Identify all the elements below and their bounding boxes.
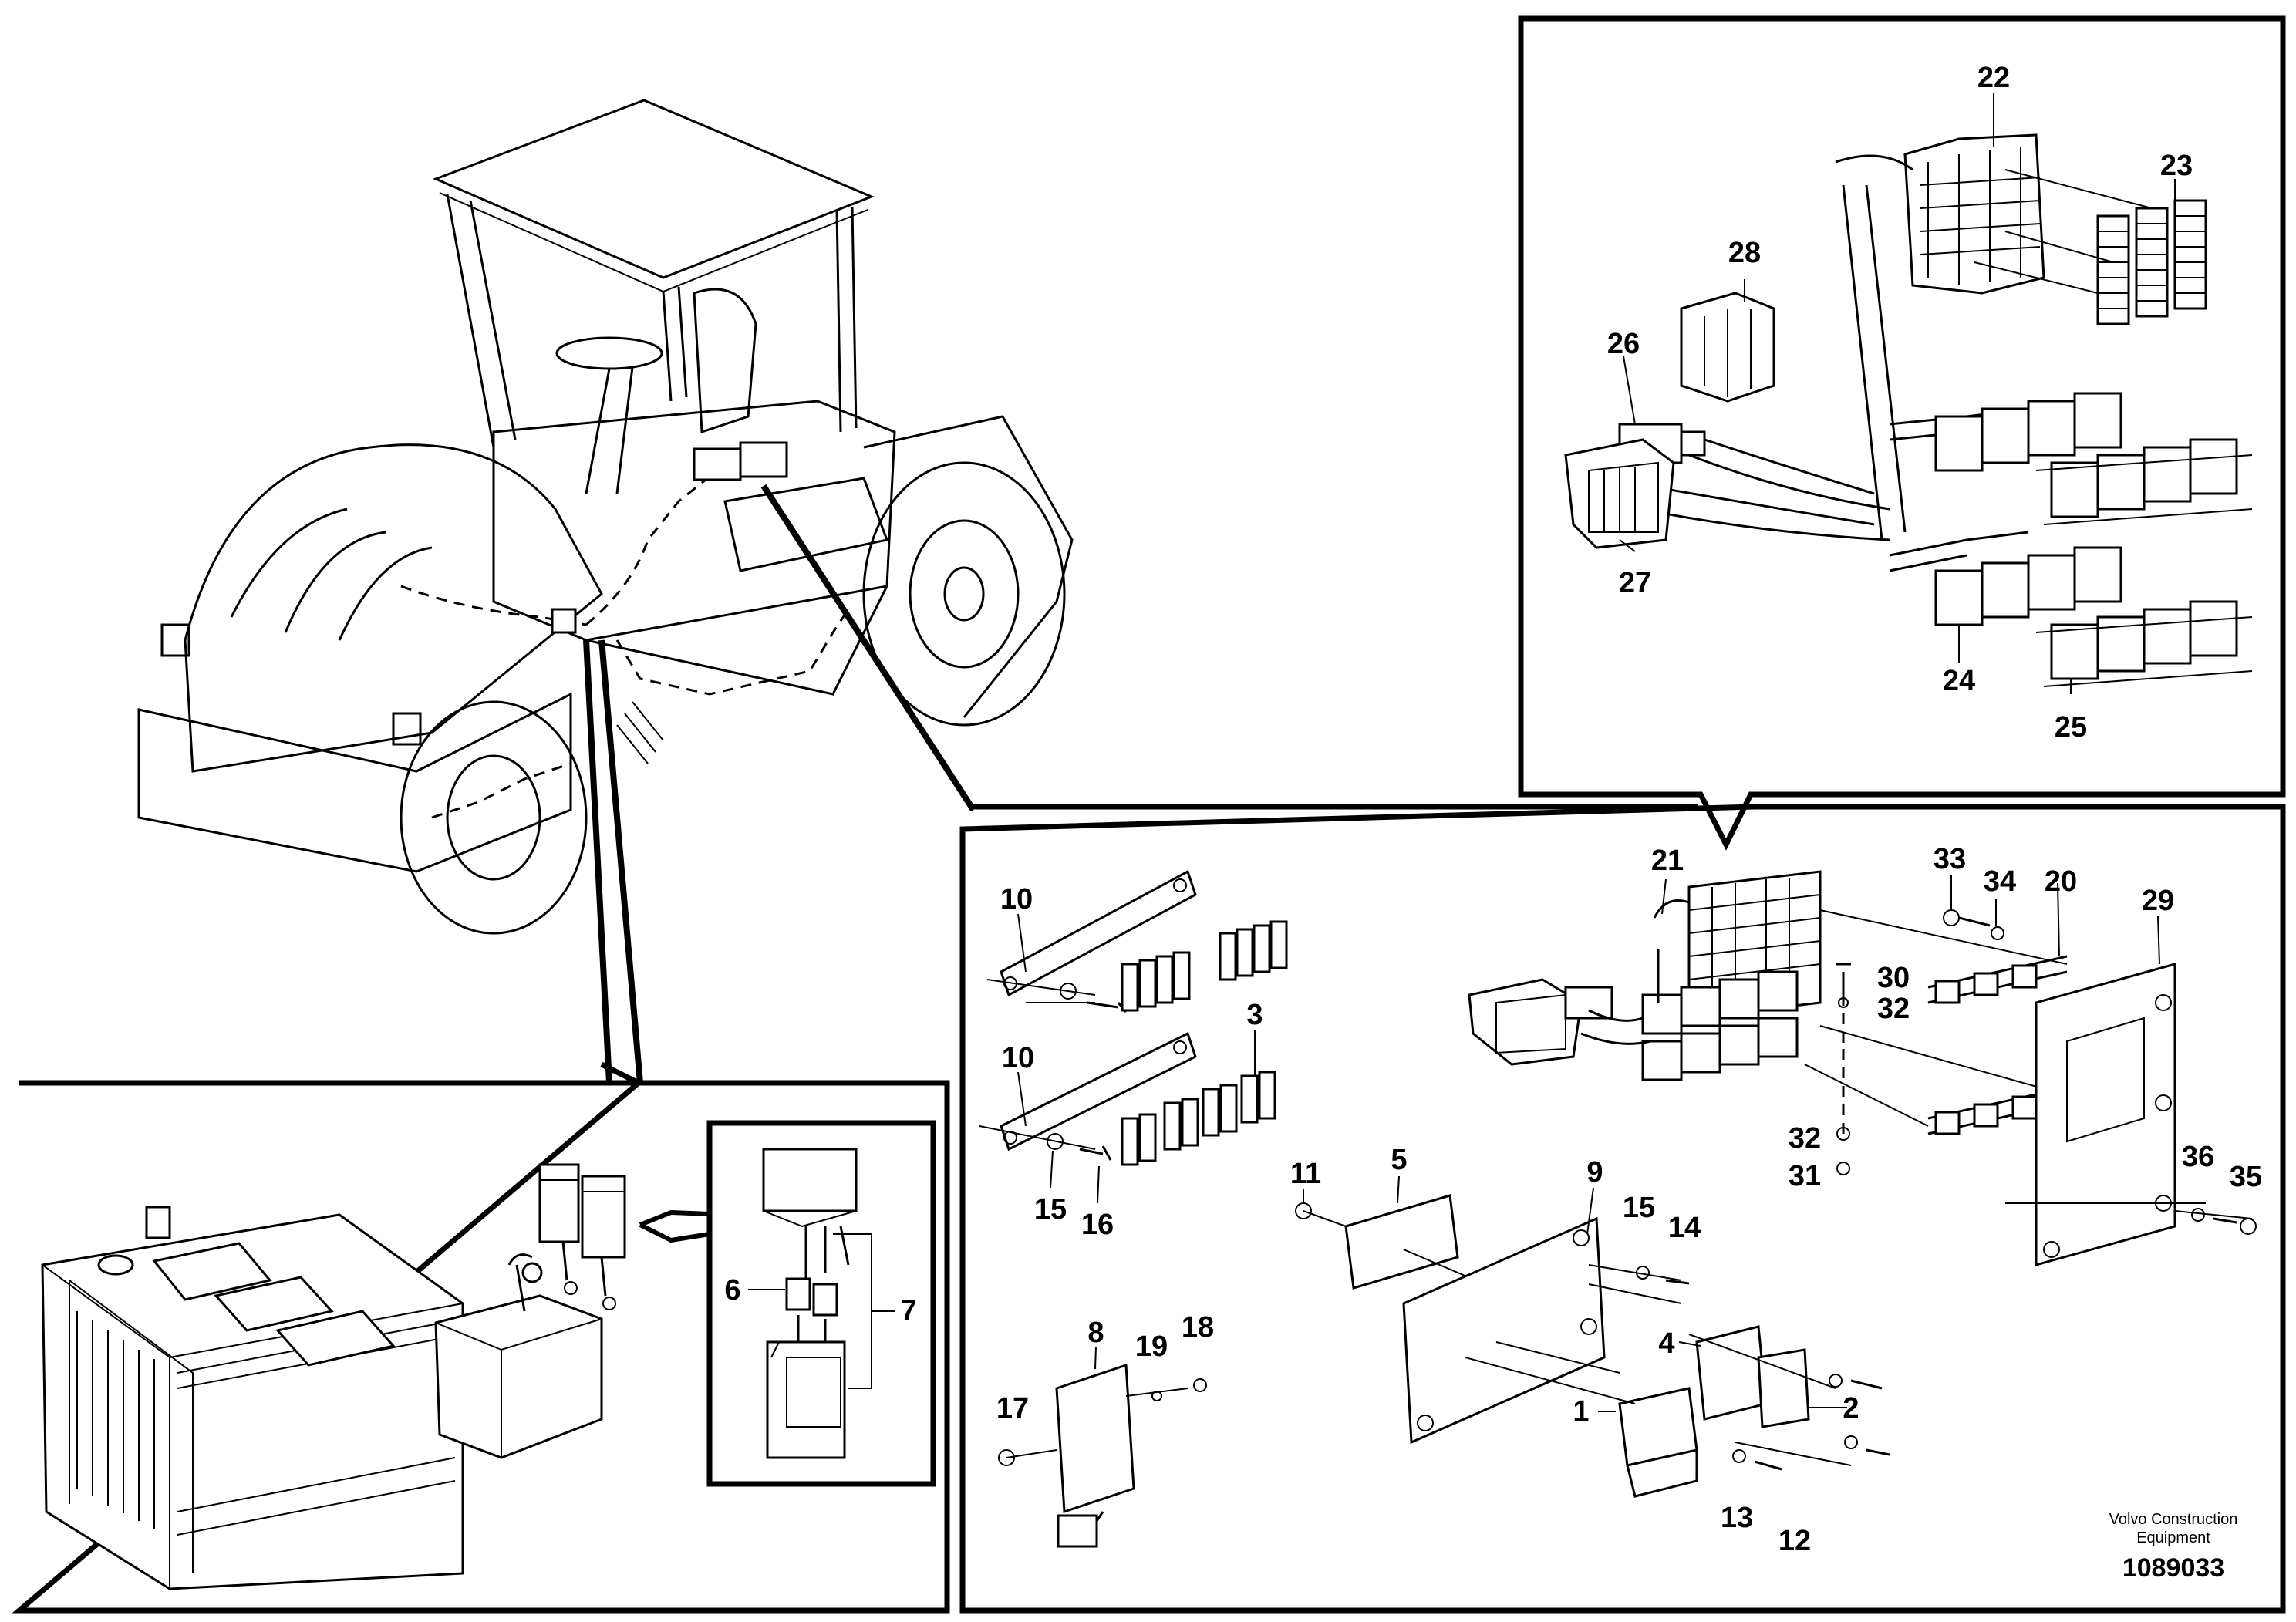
part-label-32-lower: 32 — [1789, 1122, 1821, 1155]
battery-detail — [41, 1163, 626, 1590]
part-label-27: 27 — [1619, 567, 1651, 599]
part-label-20: 20 — [2045, 865, 2077, 898]
part-label-32-upper: 32 — [1877, 993, 1910, 1025]
part-label-28: 28 — [1728, 237, 1761, 269]
publisher-footer: Volvo Construction Equipment 1089033 — [2109, 1511, 2238, 1583]
part-label-26: 26 — [1607, 328, 1640, 360]
part-label-1: 1 — [1573, 1395, 1589, 1428]
relay-inset — [748, 1148, 895, 1459]
part-label-29: 29 — [2142, 885, 2174, 917]
part-label-2: 2 — [1843, 1392, 1859, 1425]
part-label-24: 24 — [1943, 665, 1975, 697]
part-label-33: 33 — [1934, 843, 1966, 875]
part-label-5: 5 — [1391, 1144, 1407, 1176]
part-label-17: 17 — [996, 1392, 1029, 1425]
relay-detail-frame — [1518, 15, 2286, 851]
part-label-25: 25 — [2055, 711, 2087, 744]
part-labels: 22 23 28 26 27 24 25 10 3 10 15 16 21 33… — [724, 62, 2262, 1557]
part-label-15-left: 15 — [1034, 1193, 1067, 1226]
part-label-35: 35 — [2230, 1161, 2262, 1193]
part-label-3: 3 — [1246, 999, 1263, 1031]
part-label-18: 18 — [1182, 1311, 1214, 1344]
part-label-9: 9 — [1586, 1156, 1603, 1189]
part-label-23: 23 — [2160, 150, 2193, 182]
part-label-12: 12 — [1778, 1525, 1811, 1557]
document-number: 1089033 — [2122, 1553, 2224, 1583]
exploded-view — [979, 869, 2257, 1548]
part-label-19: 19 — [1135, 1330, 1168, 1363]
relay-box-detail — [1564, 93, 2253, 694]
publisher-name-line2: Equipment — [2136, 1529, 2210, 1546]
part-label-30: 30 — [1877, 962, 1910, 994]
part-label-11: 11 — [1290, 1158, 1321, 1190]
part-label-6: 6 — [724, 1274, 740, 1307]
callout-line-left-b — [598, 639, 643, 1084]
part-label-21: 21 — [1651, 845, 1684, 877]
part-label-16: 16 — [1081, 1209, 1114, 1241]
part-label-22: 22 — [1977, 62, 2010, 94]
part-label-15-right: 15 — [1623, 1192, 1655, 1224]
part-label-34: 34 — [1984, 865, 2016, 898]
part-label-10-lower: 10 — [1002, 1042, 1034, 1074]
part-label-4: 4 — [1658, 1327, 1674, 1360]
callout-line-left-a — [583, 639, 612, 1084]
detail-frames — [12, 15, 2286, 1614]
relay-pointer — [639, 1209, 710, 1243]
part-label-7: 7 — [900, 1295, 916, 1327]
part-label-14: 14 — [1668, 1212, 1701, 1244]
relay-inset-frame — [706, 1120, 936, 1487]
publisher-name-line1: Volvo Construction — [2109, 1511, 2238, 1528]
part-label-13: 13 — [1721, 1502, 1753, 1534]
part-label-10-upper: 10 — [1000, 883, 1033, 916]
exploded-view-frame — [959, 804, 2286, 1614]
part-label-36: 36 — [2182, 1141, 2214, 1173]
part-label-31: 31 — [1789, 1160, 1821, 1192]
roller-machine-illustration — [137, 99, 1074, 935]
callout-line-right — [760, 484, 976, 812]
part-label-8: 8 — [1087, 1317, 1104, 1349]
